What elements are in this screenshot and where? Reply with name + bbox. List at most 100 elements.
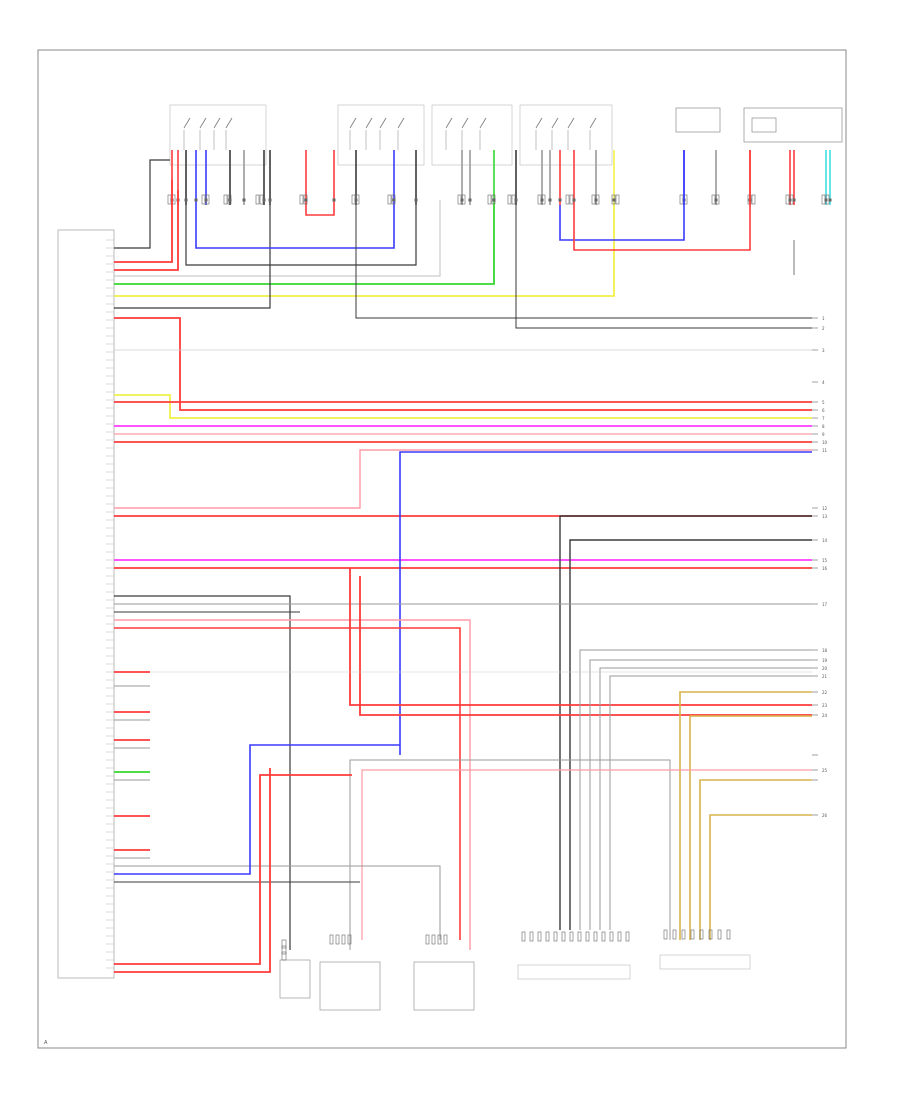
connector-pin (223, 194, 228, 205)
signal-wire-gray (609, 675, 812, 930)
right-pin-number: 25 (822, 768, 828, 773)
bottom-connector-strip-2 (659, 954, 751, 970)
connector-pin (425, 934, 430, 945)
connector-pin (351, 194, 356, 205)
connector-pin (663, 929, 668, 940)
connector-pin (341, 934, 346, 945)
connector-pin (281, 945, 287, 955)
connector-pin (565, 194, 570, 205)
connector-pin (601, 931, 606, 942)
connector-pin (615, 194, 620, 205)
signal-wire-gray (589, 659, 812, 930)
harness-wire-dark (114, 159, 170, 249)
connector-pin (299, 194, 304, 205)
signal-wire-red (114, 627, 461, 940)
right-pin-number: 23 (822, 703, 828, 708)
top-junction-box-3 (431, 104, 513, 166)
connector-pin (715, 194, 720, 205)
bottom-component-1 (279, 959, 311, 999)
connector-pin (461, 194, 466, 205)
relay-contact (199, 117, 207, 129)
connector-pin (529, 931, 534, 942)
bottom-component-2 (319, 961, 381, 1011)
top-pin-terminal (332, 198, 336, 202)
top-pin-terminal (514, 198, 518, 202)
connector-pin (227, 194, 232, 205)
connector-pin (625, 931, 630, 942)
relay-contact (461, 117, 469, 129)
connector-pin (437, 934, 442, 945)
connector-pin (569, 194, 574, 205)
diagram-code: A (44, 1040, 48, 1046)
sensor-wire-gray (114, 865, 441, 940)
connector-pin (825, 194, 830, 205)
connector-pin (591, 194, 596, 205)
connector-pin (751, 194, 756, 205)
relay-contact (397, 117, 405, 129)
signal-wire-dark (569, 539, 812, 930)
relay-contact (479, 117, 487, 129)
harness-wire-blue (195, 205, 395, 249)
top-pin-terminal (414, 198, 418, 202)
top-right-sensor-box (743, 107, 843, 143)
connector-pin (355, 194, 360, 205)
signal-wire-pink (114, 449, 812, 509)
connector-pin (585, 931, 590, 942)
connector-pin (303, 194, 308, 205)
signal-wire-red (359, 576, 812, 716)
right-pin-number: 20 (822, 666, 828, 671)
relay-contact (567, 117, 575, 129)
relay-contact (183, 117, 191, 129)
signal-wire-red (114, 317, 812, 411)
signal-wire-gray (579, 649, 812, 930)
signal-wire-dark (559, 515, 812, 930)
connector-pin (507, 194, 512, 205)
connector-pin (329, 934, 334, 945)
connector-pin (711, 194, 716, 205)
top-pin-terminal (262, 198, 266, 202)
connector-pin (537, 194, 542, 205)
label-layer: 1234567891011121314151617181920212223242… (822, 316, 828, 818)
connector-pin (789, 194, 794, 205)
signal-wire-tan (689, 715, 812, 940)
signal-wire-blue (399, 451, 812, 755)
top-pin-terminal (468, 198, 472, 202)
connector-pin (335, 934, 340, 945)
right-pin-number: 6 (822, 408, 825, 413)
connector-pin (511, 194, 516, 205)
top-right-sensor-inner (751, 117, 777, 133)
right-pin-number: 10 (822, 440, 828, 445)
connector-pin (785, 194, 790, 205)
connector-pin (537, 931, 542, 942)
top-junction-box-1 (169, 104, 267, 166)
connector-pin (443, 934, 448, 945)
top-pin-terminal (392, 198, 396, 202)
top-pin-terminal (572, 198, 576, 202)
sensor-wire-blue (114, 744, 400, 875)
connector-pin (457, 194, 462, 205)
right-pin-number: 3 (822, 348, 825, 353)
connector-pin (205, 194, 210, 205)
connector-pin (521, 931, 526, 942)
signal-wire-dark (114, 595, 291, 950)
sensor-wire-red (114, 768, 271, 973)
right-pin-number: 8 (822, 424, 825, 429)
harness-wire-dark (185, 205, 417, 266)
harness-wire-red (305, 205, 335, 216)
connector-pin (347, 934, 352, 945)
connector-pin (617, 931, 622, 942)
connector-pin (717, 929, 722, 940)
relay-contact (349, 117, 357, 129)
right-pin-number: 4 (822, 380, 825, 385)
connector-pin (699, 929, 704, 940)
connector-pin (611, 194, 616, 205)
relay-contact (535, 117, 543, 129)
top-pin-terminal (242, 198, 246, 202)
right-pin-number: 13 (822, 514, 828, 519)
relay-contact (213, 117, 221, 129)
signal-wire-tan (709, 814, 812, 940)
relay-contact (225, 117, 233, 129)
top-junction-box-2 (337, 104, 425, 166)
top-pin-terminal (828, 198, 832, 202)
